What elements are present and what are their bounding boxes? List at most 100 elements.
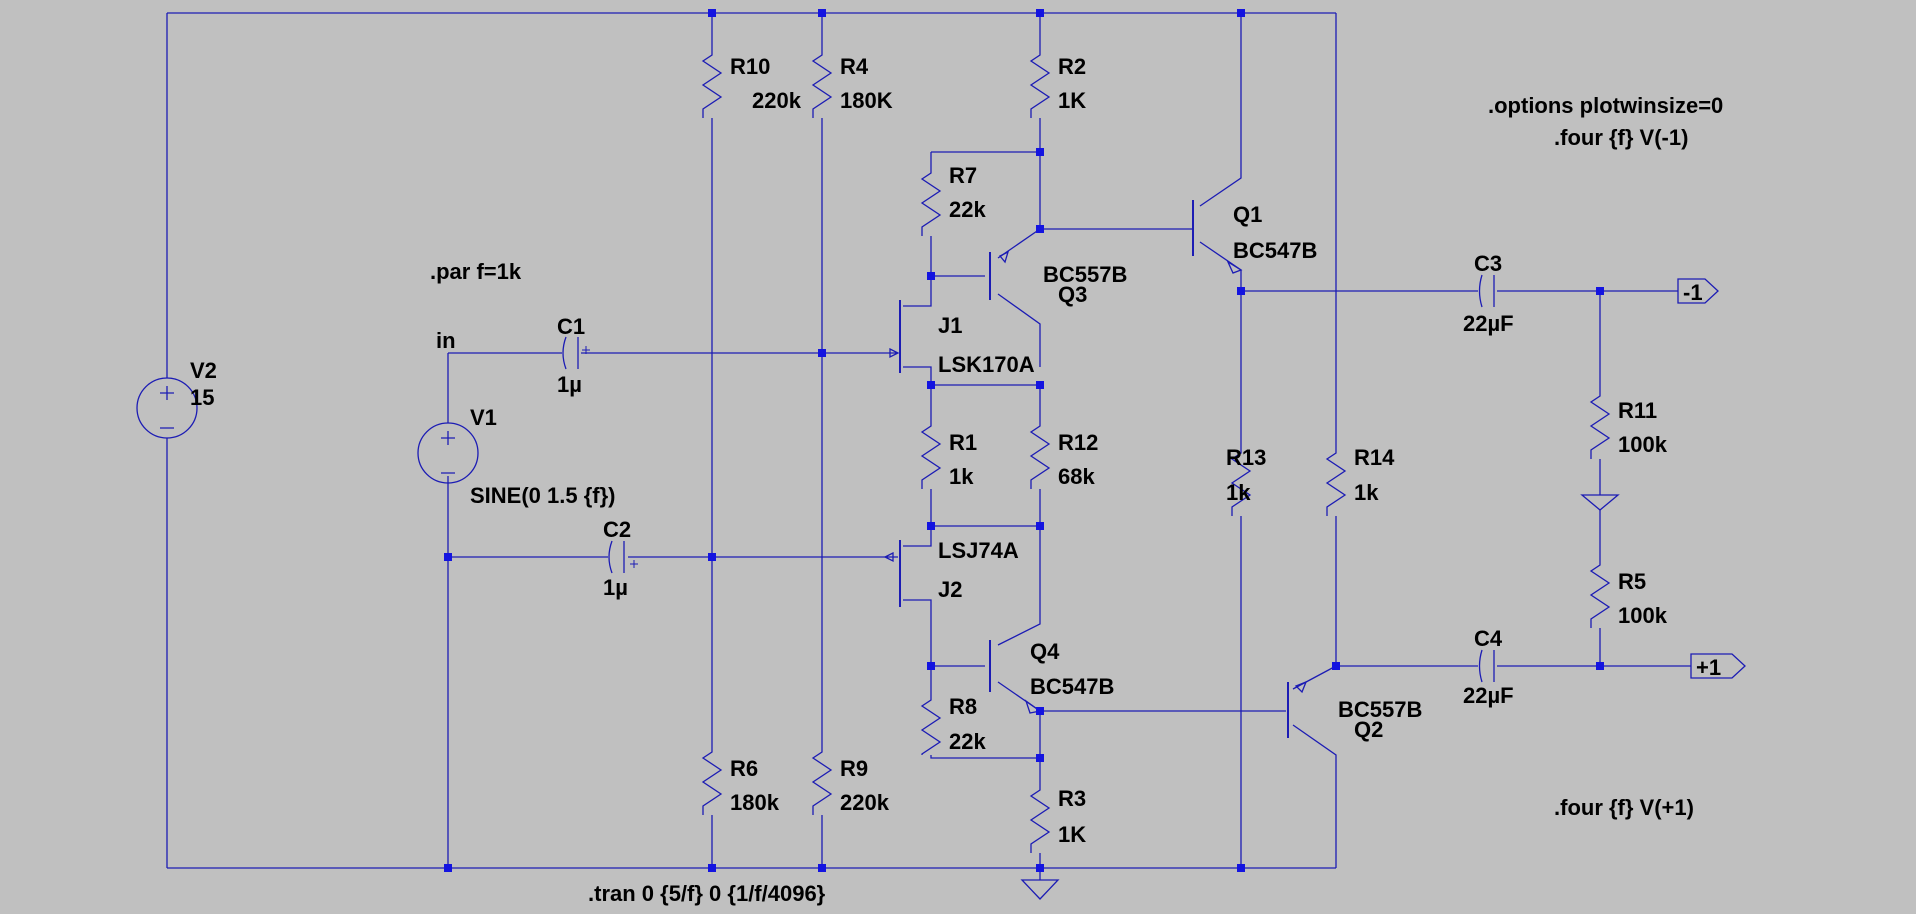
label-j2-value: LSJ74A [938, 538, 1019, 563]
junction-dot [1036, 9, 1044, 17]
junction-dot [708, 553, 716, 561]
wire-j1 [903, 276, 1040, 386]
junction-dot [1036, 864, 1044, 872]
directive-par: .par f=1k [430, 259, 522, 284]
wire-j2 [903, 526, 932, 666]
junction-dot [444, 553, 452, 561]
label-r13-value: 1k [1226, 480, 1251, 505]
transistor-q2 [1287, 680, 1308, 738]
label-c3-ref: C3 [1474, 251, 1502, 276]
wire-q4-collector [997, 526, 1041, 646]
labels: R10 220k R4 180K R2 1K R7 22k Q1 BC547B … [190, 54, 1723, 906]
label-r13-ref: R13 [1226, 445, 1266, 470]
label-c4-value: 22µF [1463, 683, 1514, 708]
label-c2-ref: C2 [603, 517, 631, 542]
label-r4-ref: R4 [840, 54, 869, 79]
ground-symbol-mid [1580, 494, 1620, 511]
resistors [701, 45, 1611, 853]
label-r1-ref: R1 [949, 430, 977, 455]
resistor-r14 [1325, 443, 1347, 516]
wire-q3-base [931, 228, 1190, 277]
label-r6-value: 180k [730, 790, 780, 815]
junction-dot [1596, 662, 1604, 670]
junction-dot [1237, 864, 1245, 872]
junction-dot [1237, 287, 1245, 295]
resistor-r9 [811, 742, 833, 815]
resistor-r4 [811, 45, 833, 118]
junction-dot [818, 349, 826, 357]
net-flag-plus1 [1690, 653, 1746, 679]
capacitor-c1 [562, 336, 590, 370]
net-flags [1677, 278, 1746, 679]
junction-dot [927, 272, 935, 280]
ground-symbol-bottom [1020, 879, 1060, 900]
label-r9-value: 220k [840, 790, 890, 815]
label-r8-value: 22k [949, 729, 986, 754]
label-r5-value: 100k [1618, 603, 1668, 628]
transistors [989, 200, 1308, 738]
wire-r7 [930, 151, 1040, 276]
label-r2-ref: R2 [1058, 54, 1086, 79]
label-r7-ref: R7 [949, 163, 977, 188]
junctions [444, 9, 1604, 872]
junction-dot [708, 9, 716, 17]
grounds [1020, 494, 1620, 900]
wires [166, 12, 1691, 880]
label-r12-value: 68k [1058, 464, 1095, 489]
label-q3-value: BC557B [1043, 262, 1127, 287]
junction-dot [927, 381, 935, 389]
junction-dot [818, 864, 826, 872]
label-r6-ref: R6 [730, 756, 758, 781]
voltage-source-v1 [417, 422, 479, 484]
label-q1-ref: Q1 [1233, 202, 1262, 227]
label-q3-ref: Q3 [1058, 282, 1087, 307]
jfets [883, 300, 901, 607]
resistor-r8 [920, 690, 942, 755]
jfet-j1 [885, 300, 901, 373]
label-net-minus1: -1 [1683, 280, 1703, 305]
label-r10-ref: R10 [730, 54, 770, 79]
resistor-r12 [1029, 416, 1051, 489]
label-c1-ref: C1 [557, 314, 585, 339]
label-r4-value: 180K [840, 88, 893, 113]
label-r11-value: 100k [1618, 432, 1668, 457]
junction-dot [1036, 522, 1044, 530]
label-q1-value: BC547B [1233, 238, 1317, 263]
label-c1-value: 1µ [557, 372, 582, 397]
label-v1-ref: V1 [470, 405, 497, 430]
resistor-r5 [1589, 555, 1611, 628]
resistor-r13 [1230, 443, 1252, 516]
label-v2-value: 15 [190, 385, 214, 410]
wire-q3-collector [997, 293, 1041, 367]
wire-q2 [1292, 665, 1337, 868]
resistor-r3 [1029, 780, 1051, 853]
label-v1-value: SINE(0 1.5 {f}) [470, 483, 616, 508]
resistor-r2 [1029, 45, 1051, 118]
junction-dot [1036, 148, 1044, 156]
label-r9-ref: R9 [840, 756, 868, 781]
label-r14-ref: R14 [1354, 445, 1395, 470]
capacitor-c4 [1478, 649, 1495, 683]
capacitor-c2 [608, 540, 638, 574]
label-r3-value: 1K [1058, 822, 1086, 847]
label-c2-value: 1µ [603, 575, 628, 600]
junction-dot [444, 864, 452, 872]
label-r7-value: 22k [949, 197, 986, 222]
label-c4-ref: C4 [1474, 626, 1503, 651]
capacitor-c3 [1478, 274, 1495, 308]
label-q2-ref: Q2 [1354, 717, 1383, 742]
transistor-q1 [1190, 200, 1243, 274]
junction-dot [1332, 662, 1340, 670]
junction-dot [1036, 225, 1044, 233]
junction-dot [1036, 754, 1044, 762]
directive-tran: .tran 0 {5/f} 0 {1/f/4096} [588, 881, 826, 906]
transistor-q3 [989, 250, 1010, 300]
junction-dot [927, 662, 935, 670]
label-q2-value: BC557B [1338, 697, 1422, 722]
junction-dot [818, 9, 826, 17]
directive-four-minus: .four {f} V(-1) [1554, 125, 1688, 150]
resistor-r10 [701, 45, 723, 118]
voltage-source-v2 [136, 377, 198, 439]
